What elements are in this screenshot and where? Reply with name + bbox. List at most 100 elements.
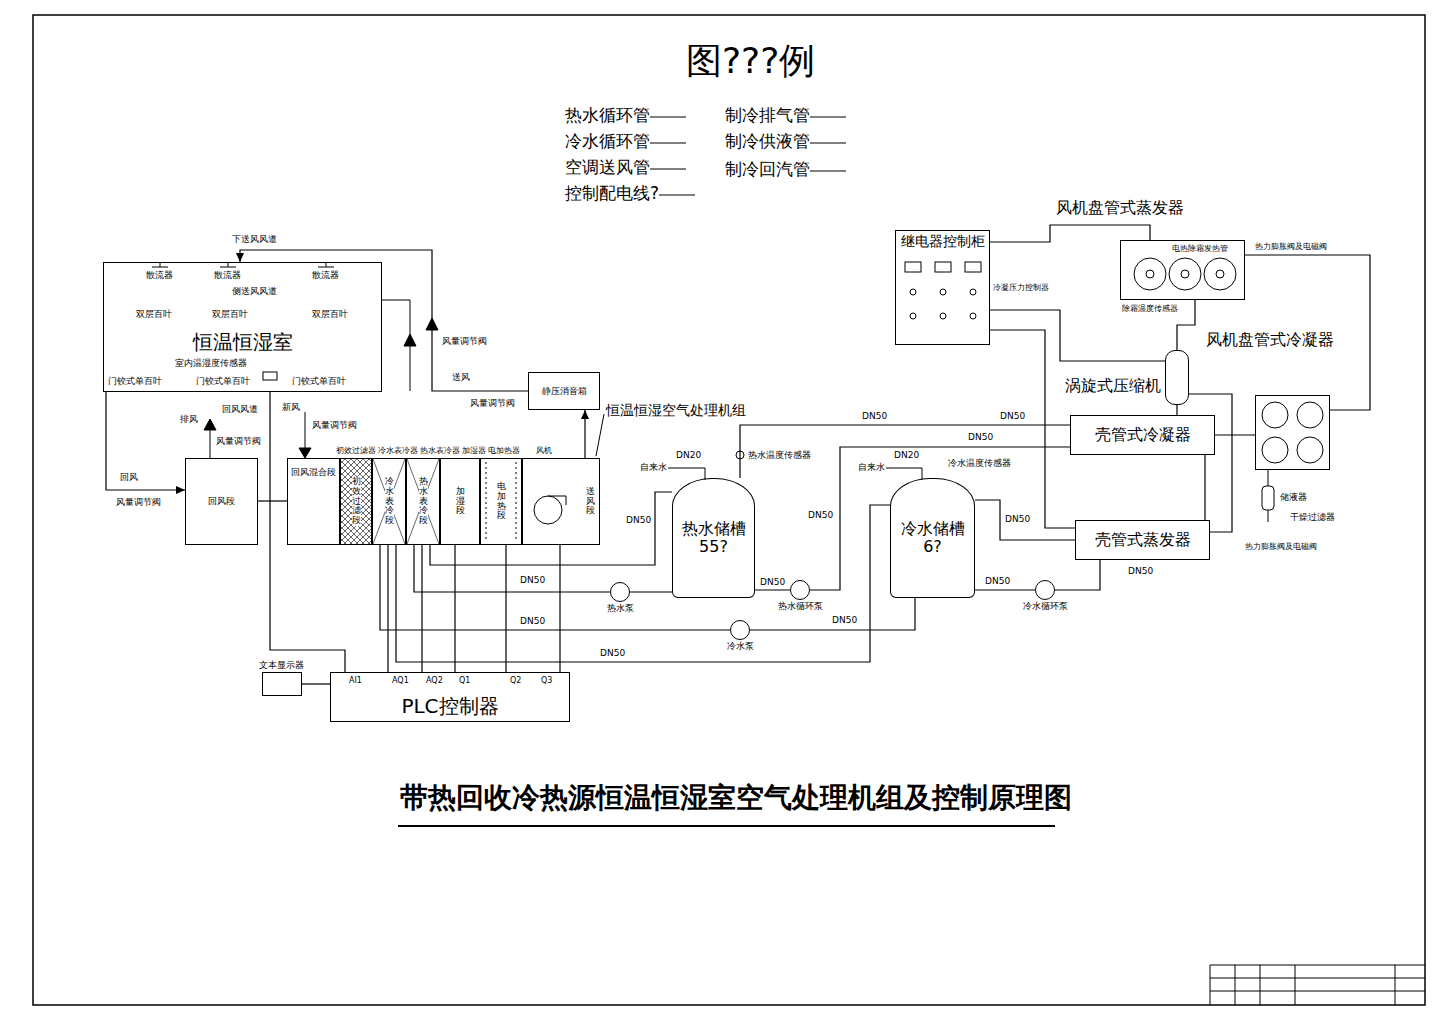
legend-entry: 控制配电线?	[565, 184, 695, 204]
legend-line-sample	[810, 165, 846, 175]
receiver-symbol	[1262, 486, 1274, 510]
node-label: 初效过滤段	[352, 477, 361, 526]
pin-name: Q2	[510, 676, 521, 685]
node-label: 风机盘管式蒸发器	[1056, 199, 1184, 217]
humidifier-section: 加湿段	[440, 458, 480, 545]
return-air-section: 回风段	[185, 458, 258, 545]
leader-line	[596, 414, 604, 456]
cabinet-button	[910, 289, 916, 295]
cabinet-indicator	[935, 262, 951, 272]
legend-text: 制冷回汽管	[725, 160, 810, 180]
pipe-connector	[454, 545, 455, 672]
hot-water-tank: 热水储槽55?	[672, 478, 755, 598]
mixing-section: 回风混合段	[287, 458, 340, 545]
node-label: 壳管式蒸发器	[1095, 531, 1191, 549]
coil-symbol	[373, 459, 439, 544]
pipe-size: DN50	[520, 575, 545, 585]
title-block-grid	[1210, 965, 1425, 1005]
annotation-label: 热力膨胀阀及电磁阀	[1255, 242, 1327, 251]
node-label: 6?	[923, 538, 942, 556]
annotation-label: 恒温恒湿空气处理机组	[606, 402, 746, 418]
text-display: 文本显示器	[262, 672, 302, 696]
pipe-size: DN50	[600, 648, 625, 658]
pipe-connector	[380, 545, 730, 630]
node-label: 文本显示器	[259, 660, 304, 670]
pipe-connector	[1177, 300, 1195, 350]
pipe-size: DN50	[968, 432, 993, 442]
annotation-label: 风量调节阀	[116, 497, 161, 507]
annotation-label: 干燥过滤器	[1290, 512, 1335, 522]
cabinet-indicator	[905, 262, 921, 272]
chilled-water-tank: 冷水储槽6?	[890, 478, 975, 598]
node-label: 电加热段	[497, 482, 506, 522]
annotation-label: 双层百叶	[212, 309, 248, 319]
pipe-size: DN50	[808, 510, 833, 520]
cabinet-button	[940, 313, 946, 319]
pin-name: Q1	[459, 676, 470, 685]
annotation-label: 初效过滤器	[336, 446, 376, 455]
annotation-label: 热水温度传感器	[748, 450, 811, 460]
annotation-label: 门铰式单百叶	[292, 376, 346, 386]
annotation-label: 冷水温度传感器	[948, 458, 1011, 468]
node-label: PLC控制器	[401, 695, 498, 718]
node-label: 冷水循环泵	[1023, 601, 1068, 611]
pipe-connector	[630, 591, 672, 592]
pipe-connector	[270, 392, 345, 672]
node-label: 热水循环泵	[778, 601, 823, 611]
legend-entry: 制冷回汽管	[725, 160, 846, 180]
pipe-connector	[1204, 455, 1205, 520]
annotation-label: 回风	[120, 472, 138, 482]
legend-line	[650, 142, 686, 143]
filter-section: 初效过滤段	[340, 458, 372, 545]
legend-line-sample	[650, 111, 686, 121]
heater-element	[486, 462, 516, 541]
pipe-connector	[106, 392, 185, 490]
legend-text: 制冷供液管	[725, 132, 810, 152]
pipe-connector	[396, 505, 890, 662]
pipe-connector	[1055, 560, 1100, 590]
node-label: 冷水储槽	[901, 520, 965, 538]
annotation-label: 双层百叶	[136, 309, 172, 319]
pipe-connector	[258, 500, 287, 501]
node-label: 冷水表冷段	[385, 477, 394, 526]
condenser-fan	[1297, 437, 1323, 463]
node-label: 冷水泵	[727, 641, 754, 651]
humidity-sensor-symbol	[263, 372, 277, 380]
annotation-label: 风量调节阀	[470, 398, 515, 408]
evaporator-fan	[1169, 258, 1201, 290]
node-label: 静压消音箱	[542, 386, 587, 396]
pipe-connector	[1176, 405, 1177, 415]
evaporator-fan	[1204, 258, 1236, 290]
legend-line-sample	[810, 137, 846, 147]
airflow-arrow	[404, 318, 438, 346]
cabinet-button	[910, 313, 916, 319]
annotation-label: 回风风道	[222, 404, 258, 414]
legend-line	[650, 116, 686, 117]
legend-entry: 制冷排气管	[725, 106, 846, 126]
node-label: 回风段	[208, 496, 235, 506]
cooling-coil-section: 冷水表冷段	[372, 458, 406, 545]
fan-wheel	[534, 496, 562, 524]
pipe-size: DN50	[520, 616, 545, 626]
pipe-size: DN50	[1000, 411, 1025, 421]
fan-section: 送风段	[522, 458, 600, 545]
title-underline	[398, 825, 1055, 827]
plc-controller: PLC控制器	[330, 672, 570, 722]
drawing-title: 带热回收冷热源恒温恒湿室空气处理机组及控制原理图	[400, 782, 1072, 814]
liquid-line	[1268, 470, 1269, 522]
annotation-label: 风量调节阀	[216, 436, 261, 446]
legend-text: 冷水循环管	[565, 132, 650, 152]
filter-hatching	[341, 459, 371, 544]
pipe-connector	[559, 545, 560, 672]
pipe-size: DN50	[760, 577, 785, 587]
node-label: 55?	[699, 538, 728, 556]
node-label: 热水表冷段	[419, 477, 428, 526]
pipe-connector	[302, 683, 330, 684]
pipe-size: DN20	[676, 450, 701, 460]
node-label: 风机盘管式冷凝器	[1206, 331, 1334, 349]
annotation-label: 新风	[282, 402, 300, 412]
pipe-size: DN50	[832, 615, 857, 625]
pin-name: AI1	[349, 676, 362, 685]
